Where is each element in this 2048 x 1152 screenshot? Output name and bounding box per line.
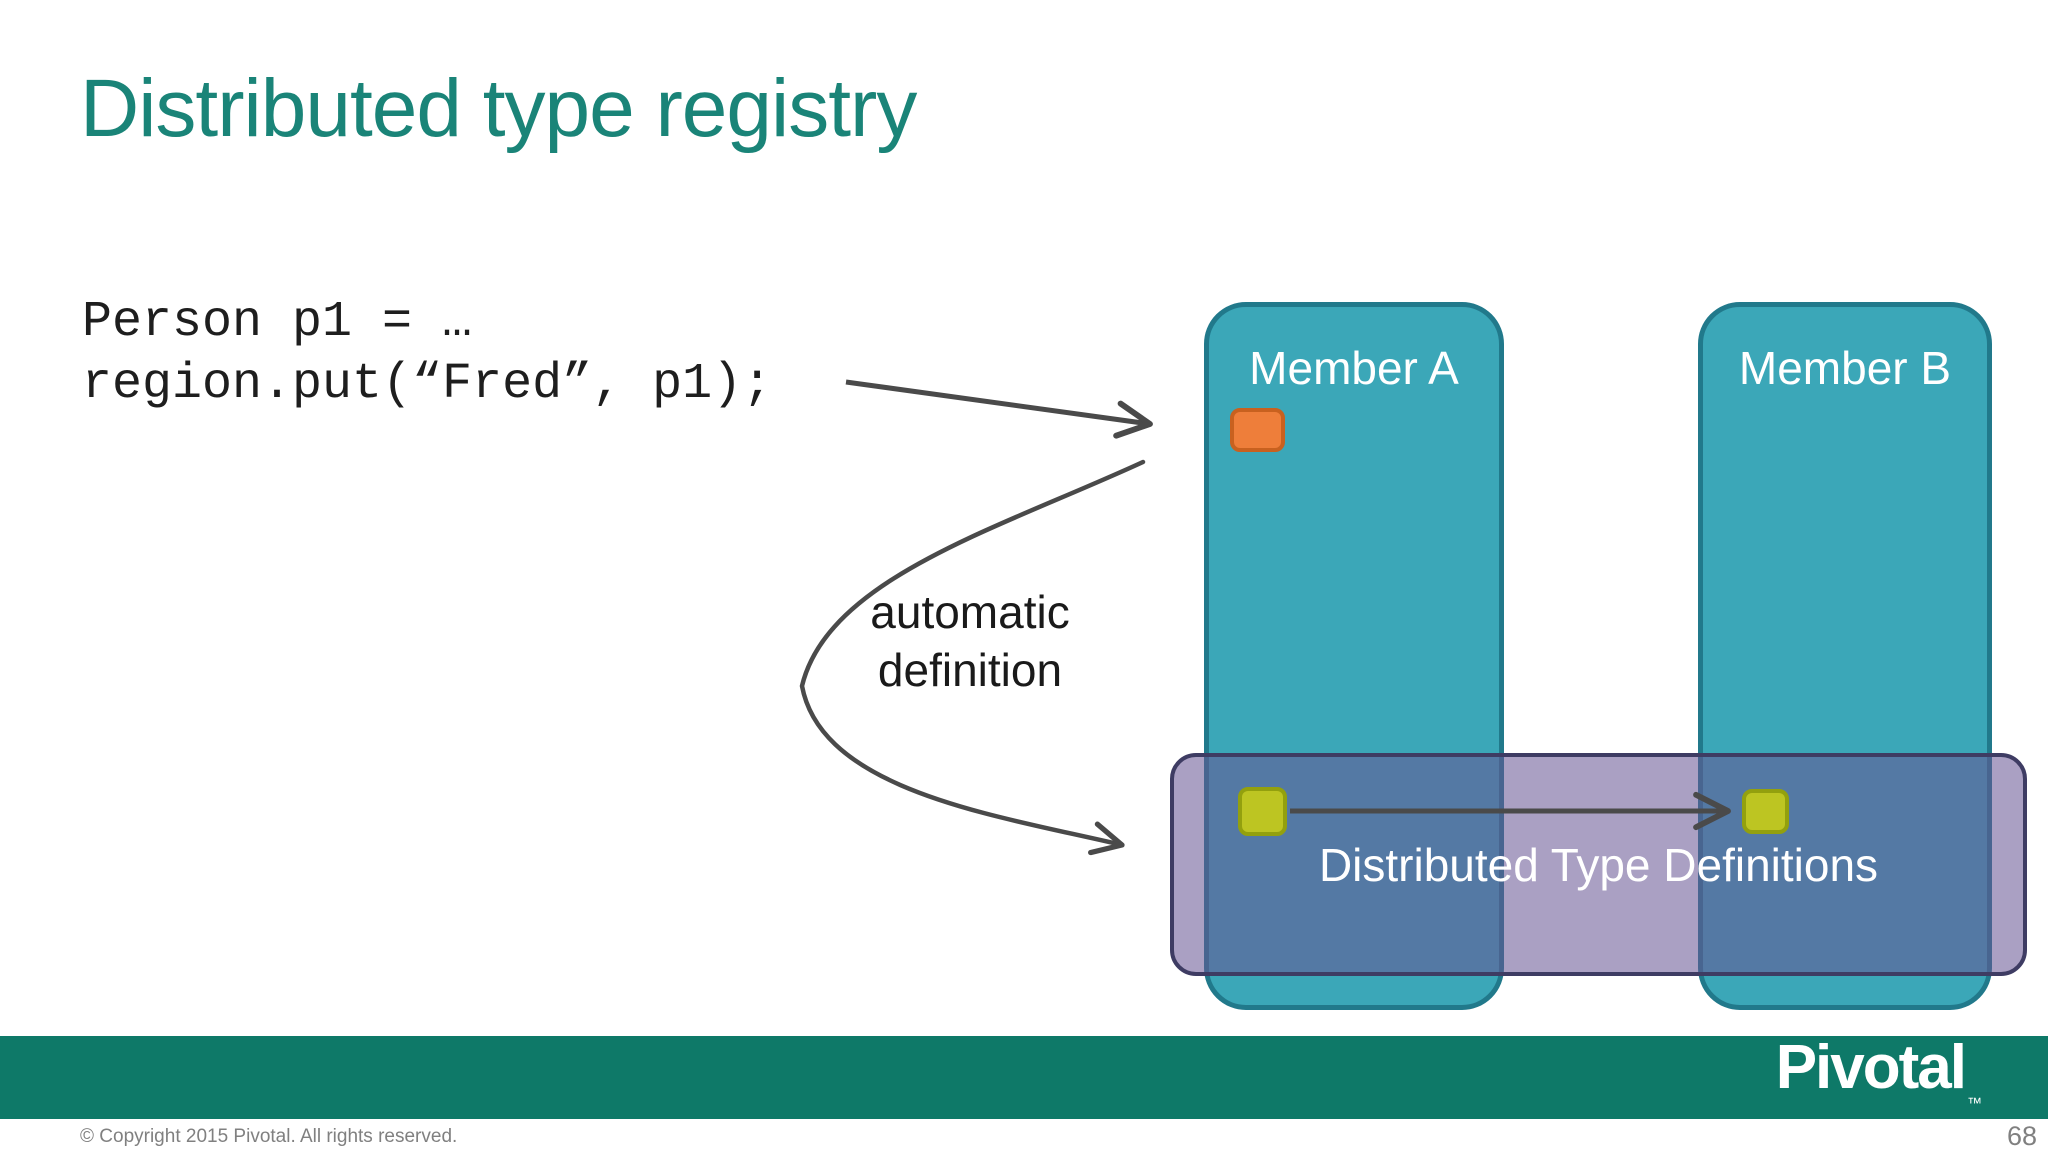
pivotal-logo: Pivotal™ bbox=[1775, 1032, 1982, 1112]
type-definition-marker-b bbox=[1742, 789, 1789, 834]
footer-bar: Pivotal™ bbox=[0, 1033, 2048, 1119]
pivotal-logo-text: Pivotal bbox=[1775, 1033, 1967, 1102]
page-number: 68 bbox=[2006, 1121, 2037, 1151]
code-line-2: region.put(“Fred”, p1); bbox=[82, 356, 773, 413]
type-definitions-label: Distributed Type Definitions bbox=[1318, 838, 1879, 891]
slide-title: Distributed type registry bbox=[80, 63, 917, 154]
code-snippet: Person p1 = … region.put(“Fred”, p1); bbox=[82, 292, 772, 416]
code-to-member-arrow bbox=[845, 379, 1153, 439]
trademark-symbol: ™ bbox=[1967, 1095, 1982, 1112]
annotation-line-1: automatic bbox=[870, 586, 1070, 638]
annotation-line-2: definition bbox=[877, 644, 1063, 696]
object-instance-marker bbox=[1230, 408, 1285, 452]
member-a-label: Member A bbox=[1249, 342, 1459, 394]
type-definitions-box: Distributed Type Definitions bbox=[1170, 753, 2027, 976]
member-b-label: Member B bbox=[1738, 342, 1952, 394]
automatic-definition-label: automatic definition bbox=[770, 583, 1170, 699]
copyright-text: © Copyright 2015 Pivotal. All rights res… bbox=[80, 1126, 458, 1147]
code-line-1: Person p1 = … bbox=[82, 294, 473, 351]
type-definition-marker-a bbox=[1238, 787, 1287, 836]
